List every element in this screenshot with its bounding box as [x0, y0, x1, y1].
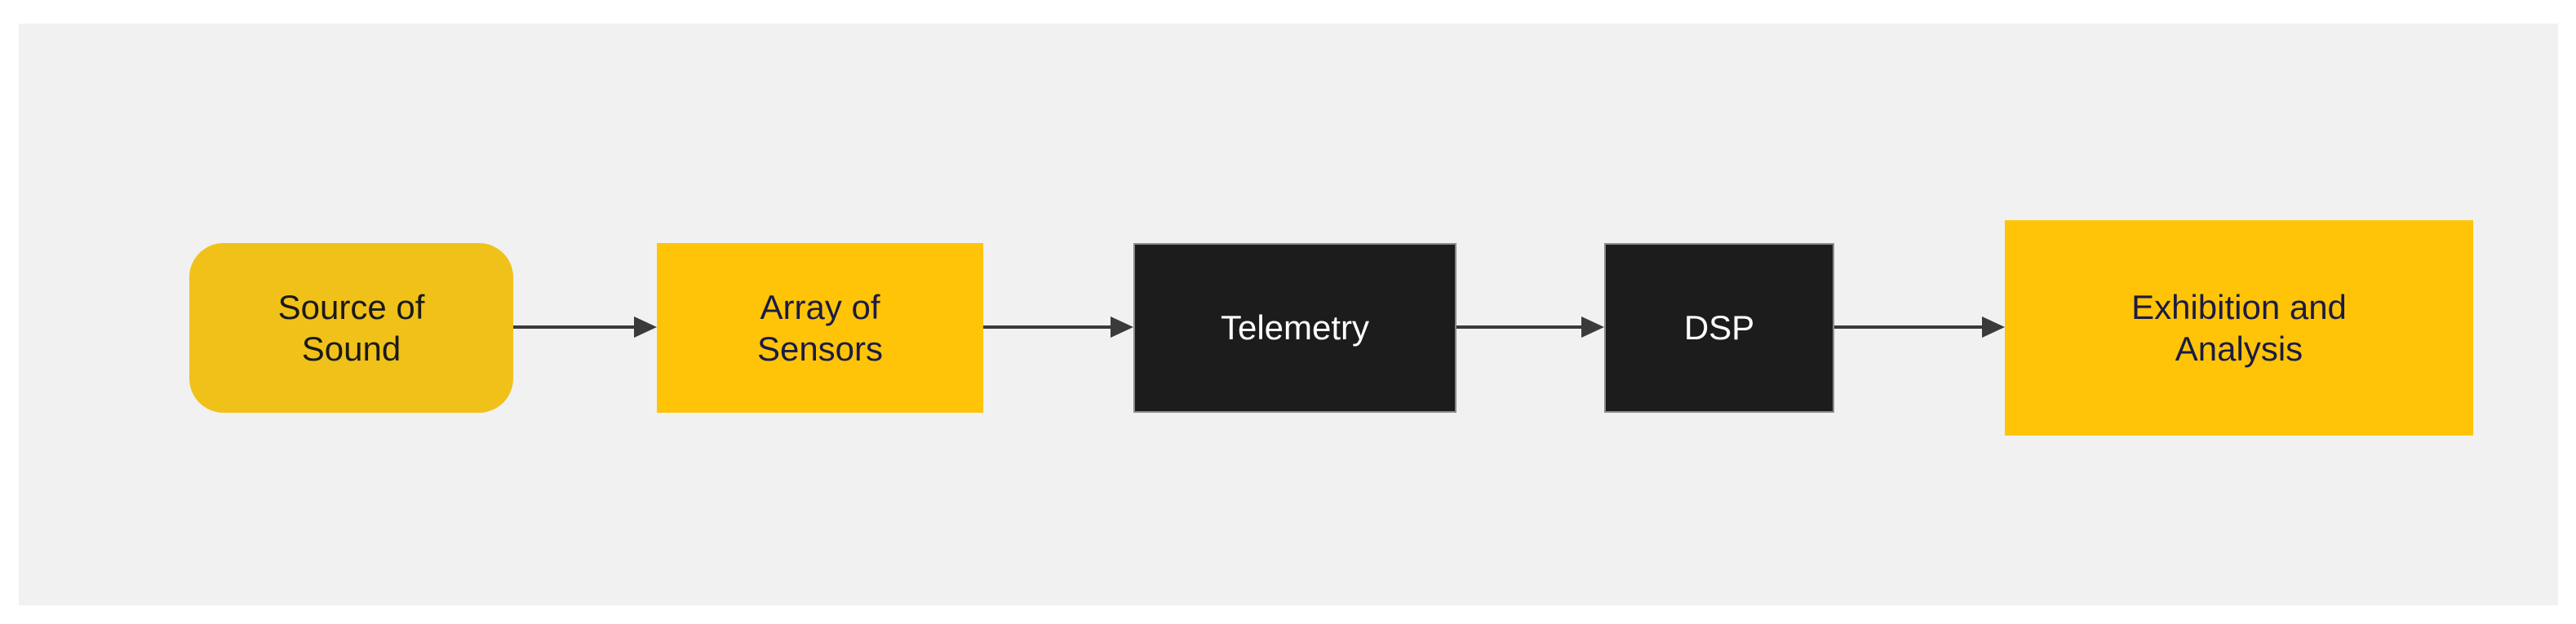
arrow-line [513, 325, 634, 329]
arrow-line [983, 325, 1111, 329]
node-source-of-sound: Source of Sound [189, 243, 513, 413]
node-dsp: DSP [1604, 243, 1834, 413]
arrow-head-icon [1581, 316, 1604, 338]
node-telemetry-label: Telemetry [1220, 308, 1370, 347]
arrow-head-icon [1111, 316, 1133, 338]
node-exhibition-and-analysis-label: Exhibition and Analysis [2131, 287, 2347, 368]
node-array-of-sensors-label: Array of Sensors [756, 287, 884, 368]
node-dsp-label: DSP [1683, 308, 1755, 347]
node-source-of-sound-label: Source of Sound [277, 287, 425, 368]
node-telemetry: Telemetry [1133, 243, 1456, 413]
arrow-line [1834, 325, 1982, 329]
edge-sensors-to-telemetry [983, 316, 1133, 339]
arrow-head-icon [634, 316, 657, 338]
edge-dsp-to-exhibition [1834, 316, 2005, 339]
edge-telemetry-to-dsp [1456, 316, 1604, 339]
node-array-of-sensors: Array of Sensors [657, 243, 983, 413]
arrow-line [1456, 325, 1581, 329]
arrow-head-icon [1982, 316, 2005, 338]
edge-source-to-sensors [513, 316, 657, 339]
node-exhibition-and-analysis: Exhibition and Analysis [2005, 220, 2473, 436]
